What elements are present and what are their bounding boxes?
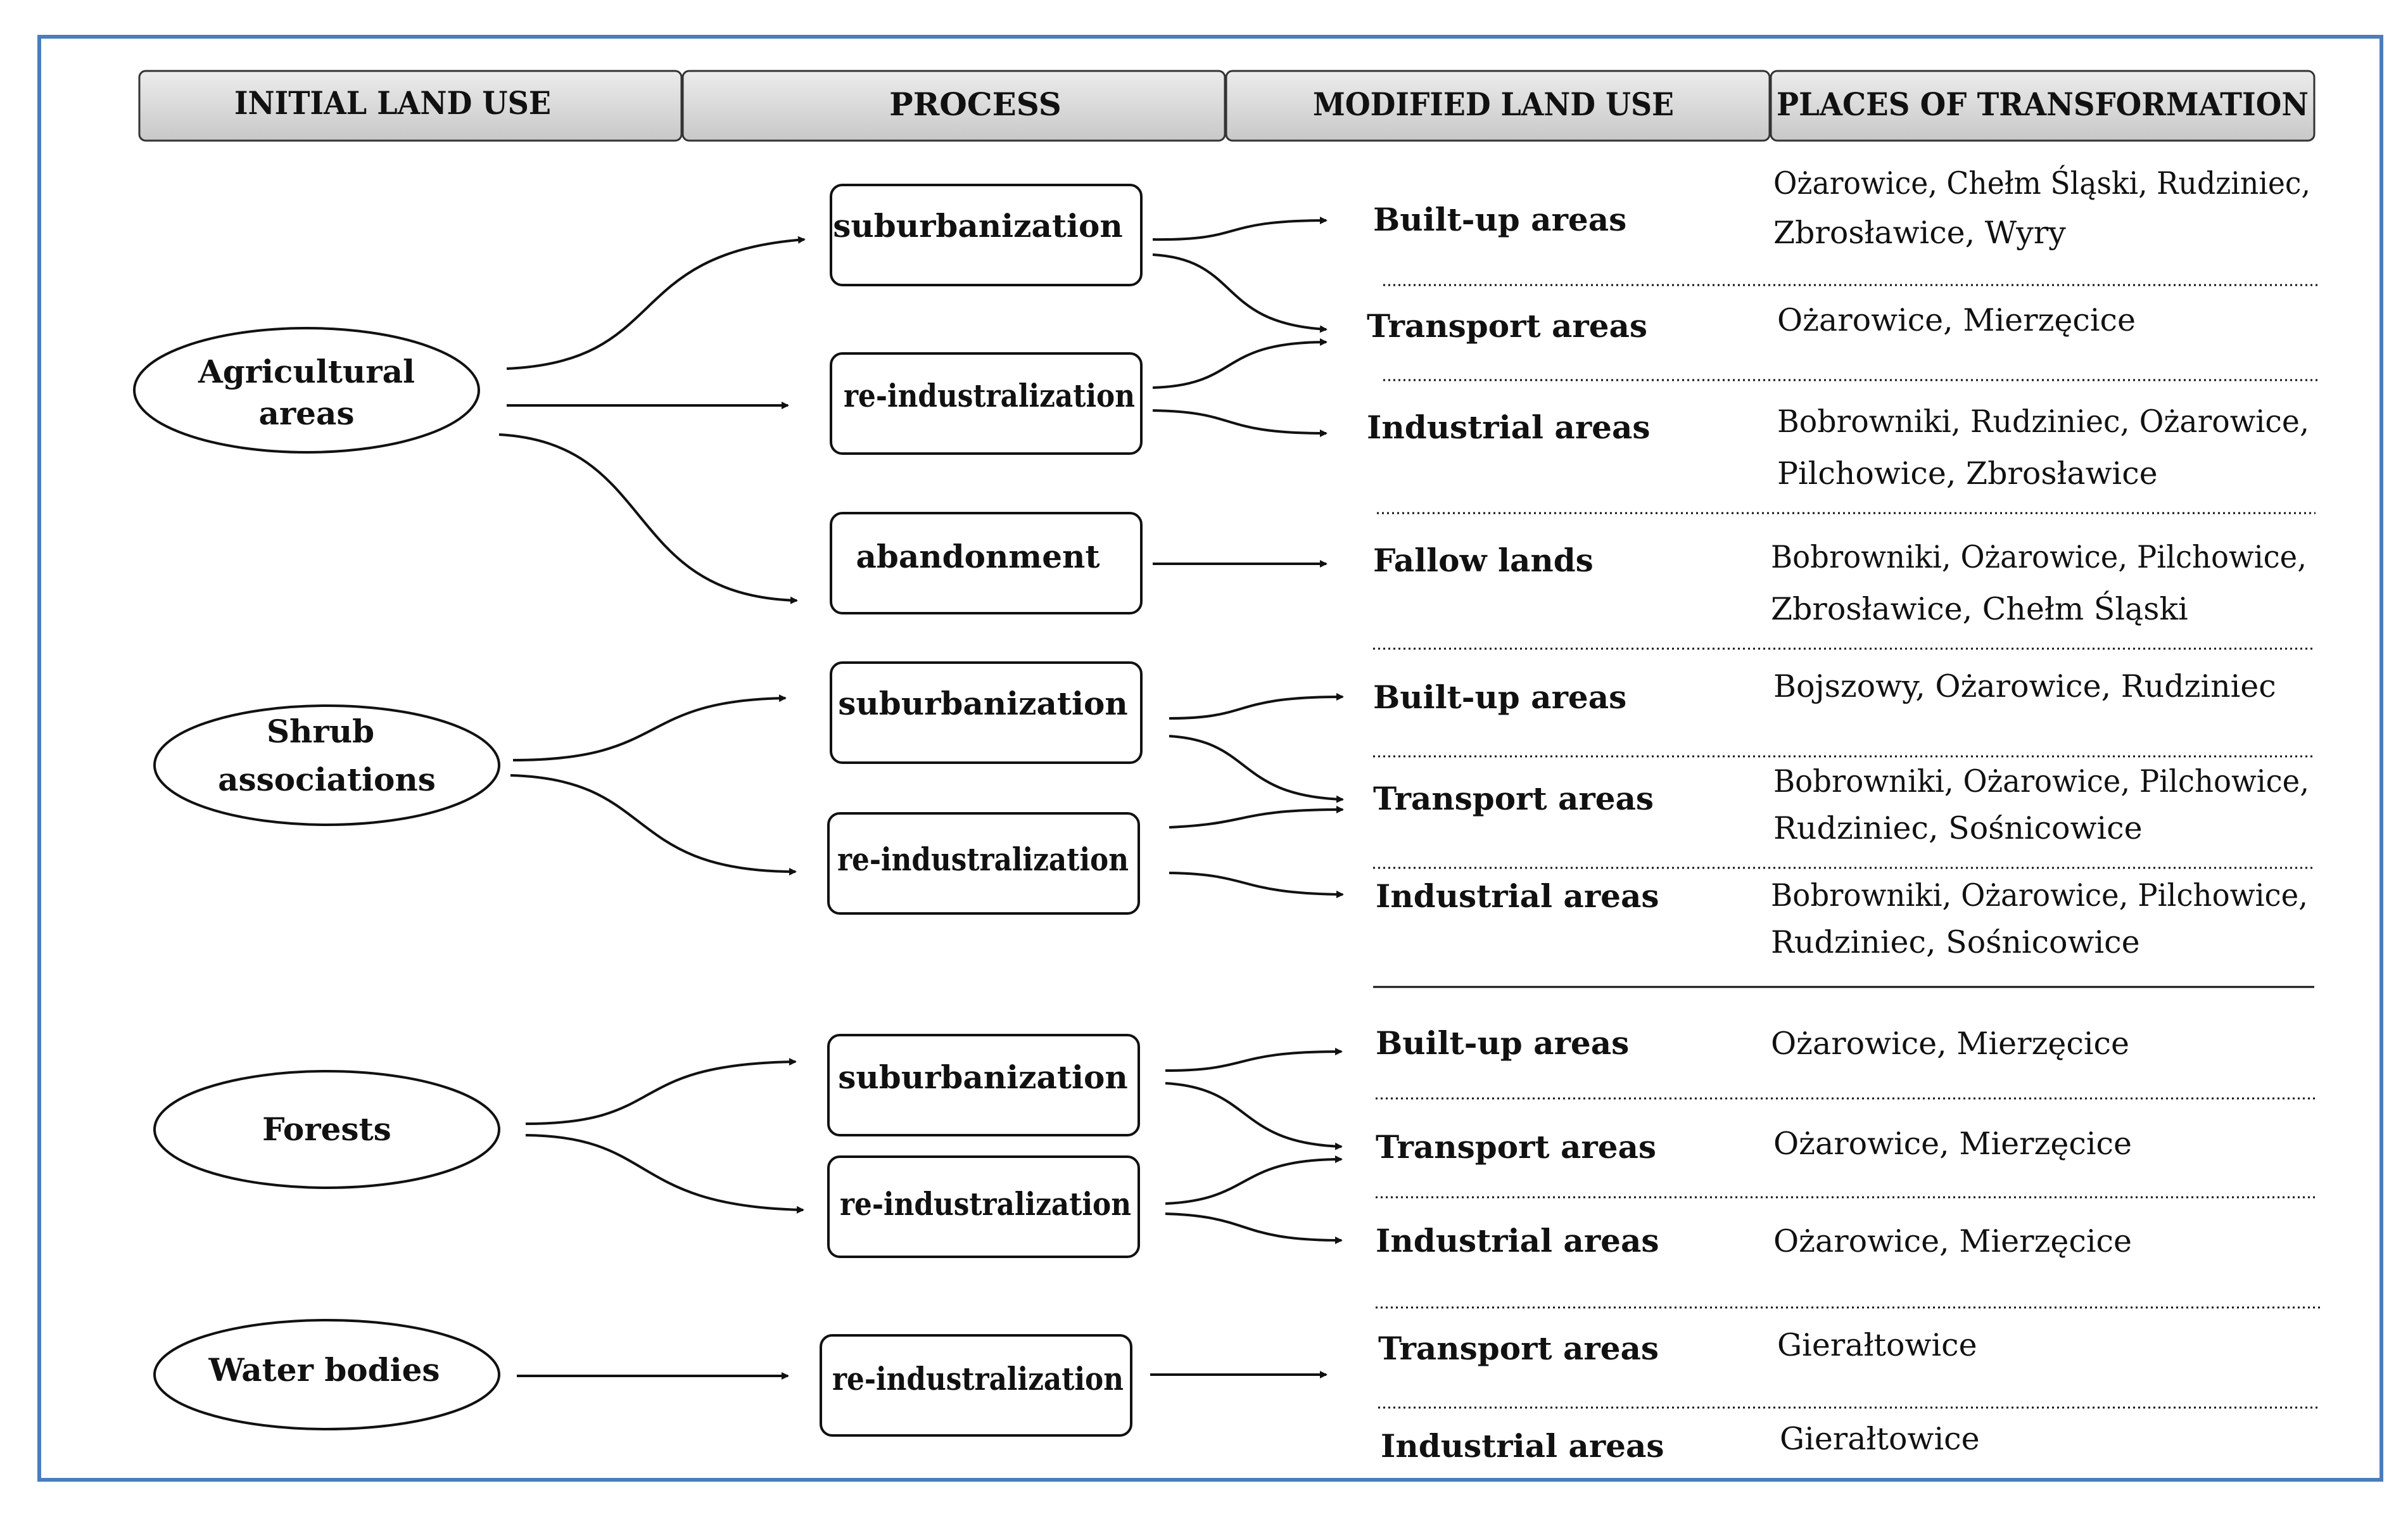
process-label-suburbanization-1: suburbanization xyxy=(833,207,1122,245)
places-line: Ożarowice, Mierzęcice xyxy=(1773,1223,2132,1259)
arrow-rei2-transport xyxy=(1169,806,1344,829)
header-modified-box xyxy=(1225,70,1771,142)
arrow-agri-abandon xyxy=(498,433,798,604)
modified-label: Industrial areas xyxy=(1376,1222,1659,1259)
shrub-label-1: Shrub xyxy=(267,713,374,750)
row-separators xyxy=(1373,284,2321,1409)
modified-land-use-column: Built-up areas Transport areas Industria… xyxy=(1367,201,1664,1465)
arrow-rei2-industrial xyxy=(1169,872,1344,898)
process-box-reindustrialization-1 xyxy=(830,352,1143,455)
arrow-sub2-builtup xyxy=(1169,693,1344,720)
places-line: Pilchowice, Zbrosławice xyxy=(1777,455,2158,492)
arrow-sub2-transport xyxy=(1169,735,1344,803)
places-line: Ożarowice, Chełm Śląski, Rudziniec, xyxy=(1773,165,2310,201)
modified-label: Industrial areas xyxy=(1381,1427,1664,1465)
ellipse-forests xyxy=(153,1070,500,1189)
initial-to-process-arrows xyxy=(498,236,806,1380)
process-box-suburbanization-2 xyxy=(830,661,1143,764)
places-line: Bobrowniki, Ożarowice, Pilchowice, xyxy=(1771,539,2307,575)
arrow-shrub-suburb xyxy=(512,694,787,761)
places-line: Bobrowniki, Ożarowice, Pilchowice, xyxy=(1771,877,2308,913)
process-column: suburbanization re-industralization aban… xyxy=(820,184,1143,1437)
agricultural-label-2: areas xyxy=(258,395,354,432)
ellipse-shrub-associations xyxy=(153,704,500,826)
modified-label: Fallow lands xyxy=(1373,542,1594,579)
process-label-reindustrialization-3: re-industralization xyxy=(840,1185,1131,1223)
arrow-sub3-transport xyxy=(1165,1082,1343,1150)
arrow-forest-suburb xyxy=(525,1058,797,1125)
places-line: Bobrowniki, Rudziniec, Ożarowice, xyxy=(1777,404,2309,440)
arrow-forest-reind xyxy=(525,1134,804,1214)
process-box-abandonment xyxy=(830,512,1143,614)
places-line: Rudziniec, Sośnicowice xyxy=(1771,924,2140,960)
process-label-reindustrialization-1: re-industralization xyxy=(844,377,1135,414)
arrow-rei1-industrial xyxy=(1152,409,1328,437)
arrow-rei1-transport xyxy=(1152,338,1328,389)
arrow-sub1-builtup xyxy=(1152,217,1328,241)
places-line: Ożarowice, Mierzęcice xyxy=(1773,1126,2132,1162)
process-to-modified-arrows xyxy=(1150,217,1344,1378)
places-line: Gierałtowice xyxy=(1777,1327,1977,1363)
ellipse-water-bodies xyxy=(153,1319,500,1430)
header-initial-box xyxy=(138,70,683,142)
process-label-reindustrialization-4: re-industralization xyxy=(832,1360,1124,1397)
arrow-rei3-transport xyxy=(1165,1155,1343,1205)
header-initial: INITIAL LAND USE xyxy=(234,84,551,122)
agricultural-label-1: Agricultural xyxy=(198,353,415,390)
forests-label: Forests xyxy=(262,1110,391,1148)
modified-label: Transport areas xyxy=(1373,780,1654,817)
modified-label: Built-up areas xyxy=(1373,678,1626,716)
places-line: Zbrosławice, Wyry xyxy=(1773,215,2066,251)
process-box-reindustrialization-3 xyxy=(827,1155,1140,1258)
arrow-rei3-industrial xyxy=(1165,1212,1343,1244)
header-row: INITIAL LAND USE PROCESS MODIFIED LAND U… xyxy=(138,70,2316,142)
arrow-sub3-builtup xyxy=(1165,1048,1343,1072)
process-box-reindustrialization-4 xyxy=(820,1334,1132,1437)
places-line: Zbrosławice, Chełm Śląski xyxy=(1771,590,2188,627)
modified-label: Industrial areas xyxy=(1376,877,1659,915)
modified-label: Transport areas xyxy=(1367,307,1647,345)
places-line: Bojszowy, Ożarowice, Rudziniec xyxy=(1773,668,2276,704)
header-modified: MODIFIED LAND USE xyxy=(1313,86,1674,123)
process-label-suburbanization-3: suburbanization xyxy=(838,1059,1127,1096)
header-places: PLACES OF TRANSFORMATION xyxy=(1777,86,2309,123)
arrow-agri-suburb xyxy=(506,236,806,370)
arrow-sub1-transport xyxy=(1152,253,1328,333)
process-label-suburbanization-2: suburbanization xyxy=(838,685,1127,722)
places-line: Rudziniec, Sośnicowice xyxy=(1773,810,2143,846)
header-process: PROCESS xyxy=(889,86,1061,123)
process-box-suburbanization-1 xyxy=(830,184,1143,286)
process-label-abandonment: abandonment xyxy=(856,538,1100,575)
water-bodies-label: Water bodies xyxy=(208,1351,440,1389)
ellipse-agricultural-areas xyxy=(133,327,480,454)
process-box-reindustrialization-2 xyxy=(827,812,1140,915)
places-line: Ożarowice, Mierzęcice xyxy=(1777,302,2136,338)
places-line: Bobrowniki, Ożarowice, Pilchowice, xyxy=(1773,763,2309,799)
places-column: Ożarowice, Chełm Śląski, Rudziniec, Zbro… xyxy=(1771,165,2310,1457)
arrow-shrub-reind xyxy=(510,774,797,875)
shrub-label-2: associations xyxy=(218,761,436,798)
process-box-suburbanization-3 xyxy=(827,1034,1140,1136)
header-process-box xyxy=(681,70,1226,142)
modified-label: Industrial areas xyxy=(1367,409,1651,446)
initial-land-use-column: Agricultural areas Shrub associations Fo… xyxy=(133,327,500,1430)
modified-label: Transport areas xyxy=(1378,1330,1659,1367)
header-places-box xyxy=(1770,70,2316,142)
process-label-reindustrialization-2: re-industralization xyxy=(837,841,1129,878)
modified-label: Built-up areas xyxy=(1376,1024,1629,1062)
places-line: Gierałtowice xyxy=(1780,1421,1980,1457)
modified-label: Transport areas xyxy=(1376,1128,1656,1166)
places-line: Ożarowice, Mierzęcice xyxy=(1771,1026,2129,1062)
modified-label: Built-up areas xyxy=(1373,201,1626,238)
